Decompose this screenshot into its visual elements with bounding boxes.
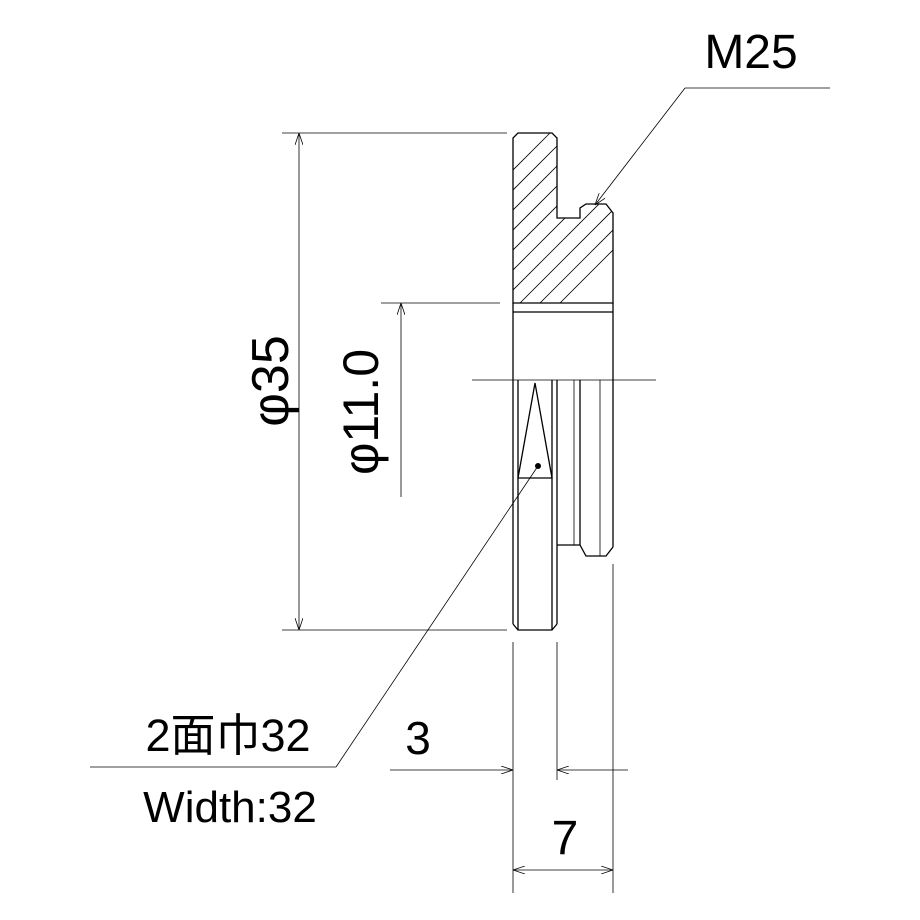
hex-flat-mark (517, 382, 553, 479)
dimension-bore-diameter (381, 302, 500, 497)
thread-leader (595, 87, 830, 205)
outer-diameter-label: φ35 (242, 335, 300, 427)
section-outline (512, 132, 614, 304)
dimension-lengths (390, 564, 628, 893)
bore (512, 303, 614, 380)
flange-thickness-label: 3 (405, 712, 431, 764)
width-across-flats-jp-label: 2面巾32 (145, 710, 310, 761)
bore-diameter-label: φ11.0 (333, 349, 389, 475)
total-length-label: 7 (552, 812, 579, 865)
width-leader (90, 465, 539, 768)
lower-body (512, 380, 614, 631)
thread-label: M25 (704, 26, 797, 79)
width-across-flats-en-label: Width:32 (143, 783, 317, 832)
dimension-outer-diameter (282, 132, 507, 631)
